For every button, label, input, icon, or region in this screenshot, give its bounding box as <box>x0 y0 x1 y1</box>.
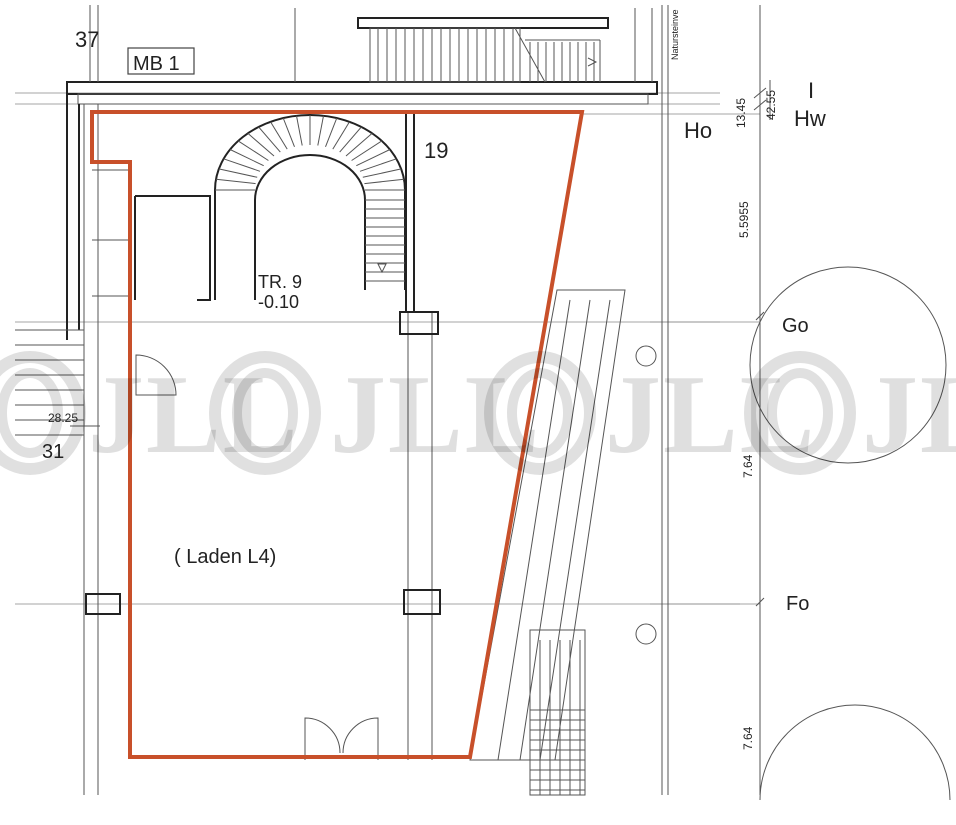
stair-tread <box>364 178 405 185</box>
label-dim-7-64-a: 7.64 <box>741 454 755 478</box>
label-tr-level: -0.10 <box>258 292 299 312</box>
label-dim-13-45: 13.45 <box>734 98 748 128</box>
stair-tread <box>218 168 258 178</box>
stair-tread <box>237 140 269 161</box>
label-level-i: I <box>808 78 814 103</box>
label-mb: MB 1 <box>133 53 180 75</box>
label-ho: Ho <box>684 118 712 143</box>
stair-tread <box>339 126 362 153</box>
mb-box <box>127 47 195 75</box>
dimension-lines <box>70 5 771 795</box>
label-hw: Hw <box>794 106 826 131</box>
label-go: Go <box>782 315 809 337</box>
spiral-staircase <box>214 114 406 300</box>
stair-tread <box>296 115 303 146</box>
stair-tread <box>317 115 324 146</box>
top-staircase <box>357 17 609 83</box>
label-fo: Fo <box>786 593 809 615</box>
stair-tread <box>223 158 261 172</box>
label-31: 31 <box>42 441 64 463</box>
stair-tread <box>325 117 338 147</box>
stair-tread <box>282 117 295 147</box>
watermark-text-3: JLL <box>605 353 816 477</box>
stair-tread <box>332 121 350 150</box>
walls <box>15 5 669 795</box>
label-dim-5-5955: 5.5955 <box>737 201 751 238</box>
label-laden: ( Laden L4) <box>174 546 276 568</box>
stair-tread <box>359 158 397 172</box>
label-tr: TR. 9 <box>258 272 302 292</box>
stair-tread <box>345 132 373 157</box>
circles <box>635 266 951 801</box>
label-19: 19 <box>424 138 448 163</box>
label-dim-28-25: 28.25 <box>48 411 78 425</box>
stair-tread <box>351 140 383 161</box>
watermark-text-2: JLL <box>330 353 541 477</box>
stair-tread <box>229 149 264 167</box>
label-dim-42-55: 42.55 <box>764 90 778 120</box>
stair-tread <box>247 132 275 157</box>
stair-tread <box>356 149 391 167</box>
stair-tread <box>258 126 281 153</box>
label-dim-7-64-b: 7.64 <box>741 726 755 750</box>
labels: 37 MB 1 Natursteinve 13.45 42.55 I Hw Ho… <box>42 9 826 750</box>
stair-tread <box>270 121 288 150</box>
stair-tread <box>215 178 256 185</box>
watermark-text-4: JLL <box>862 353 956 477</box>
label-37: 37 <box>75 27 99 52</box>
jll-watermark: JLL JLL JLL JLL <box>0 351 956 477</box>
label-street: Natursteinve <box>670 9 680 60</box>
facade <box>469 289 626 796</box>
watermark-text-1: JLL <box>88 353 299 477</box>
stair-tread <box>362 168 402 178</box>
unit-outline <box>90 110 585 759</box>
